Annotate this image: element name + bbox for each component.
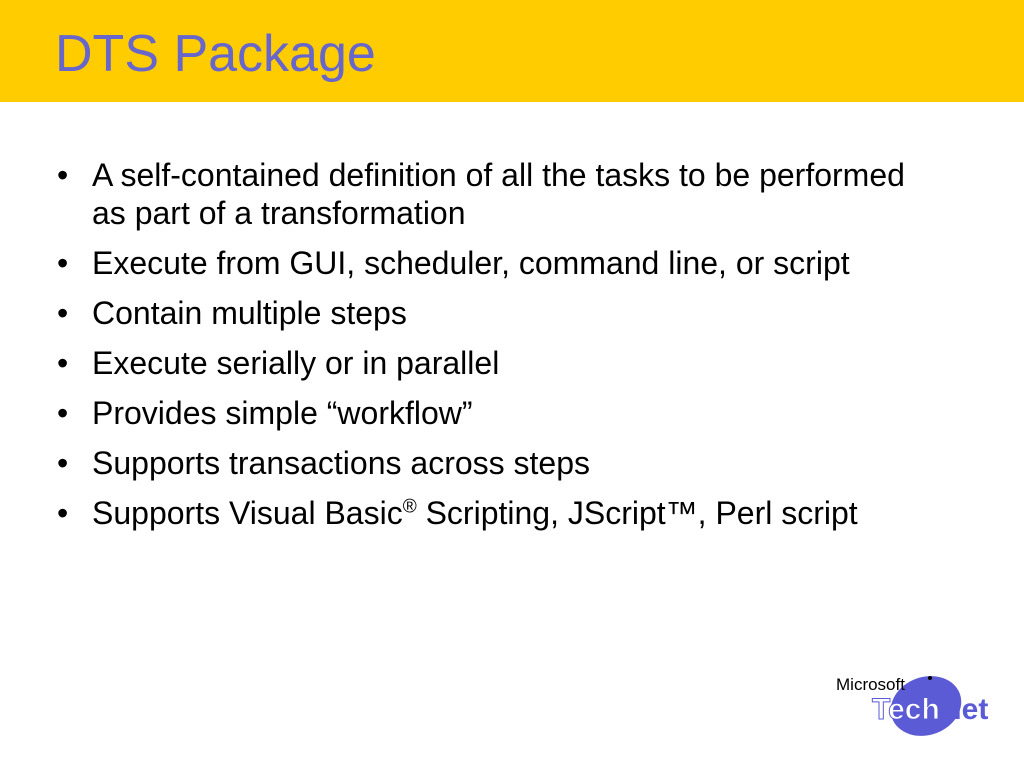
- bullet-item: • Supports Visual Basic® Scripting, JScr…: [55, 494, 935, 532]
- bullet-point-icon: •: [57, 245, 69, 281]
- bullet-text: Execute from GUI, scheduler, command lin…: [92, 245, 850, 281]
- bullet-item: • A self-contained definition of all the…: [55, 156, 935, 232]
- bullet-point-icon: •: [57, 445, 69, 481]
- bullet-text: Supports Visual Basic® Scripting, JScrip…: [92, 495, 858, 531]
- bullet-text: Execute serially or in parallel: [92, 345, 500, 381]
- bullet-text: Supports transactions across steps: [92, 445, 591, 481]
- title-bar: [0, 0, 1024, 102]
- bullet-point-icon: •: [57, 495, 69, 531]
- bullet-text: A self-contained definition of all the t…: [92, 157, 905, 231]
- microsoft-technet-logo: Microsoft Tech Net: [834, 660, 1014, 738]
- logo-microsoft-word: Microsoft: [836, 675, 905, 694]
- bullet-item: • Supports transactions across steps: [55, 444, 935, 482]
- bullet-point-icon: •: [57, 345, 69, 381]
- logo-net-word: Net: [940, 693, 988, 726]
- bullet-point-icon: •: [57, 295, 69, 331]
- bullet-text: Contain multiple steps: [92, 295, 407, 331]
- technet-logo-graphic: Microsoft Tech Net: [836, 675, 988, 736]
- bullet-list: • A self-contained definition of all the…: [55, 156, 935, 544]
- slide-title: DTS Package: [55, 25, 376, 83]
- bullet-point-icon: •: [57, 157, 69, 193]
- logo-dot: [928, 676, 932, 680]
- bullet-point-icon: •: [57, 395, 69, 431]
- bullet-item: • Provides simple “workflow”: [55, 394, 935, 432]
- logo-blue-disc: [890, 676, 962, 736]
- bullet-item: • Contain multiple steps: [55, 294, 935, 332]
- bullet-text: Provides simple “workflow”: [92, 395, 473, 431]
- registered-mark: ®: [402, 496, 417, 518]
- logo-tech-word: Tech: [872, 693, 940, 726]
- bullet-item: • Execute serially or in parallel: [55, 344, 935, 382]
- bullet-item: • Execute from GUI, scheduler, command l…: [55, 244, 935, 282]
